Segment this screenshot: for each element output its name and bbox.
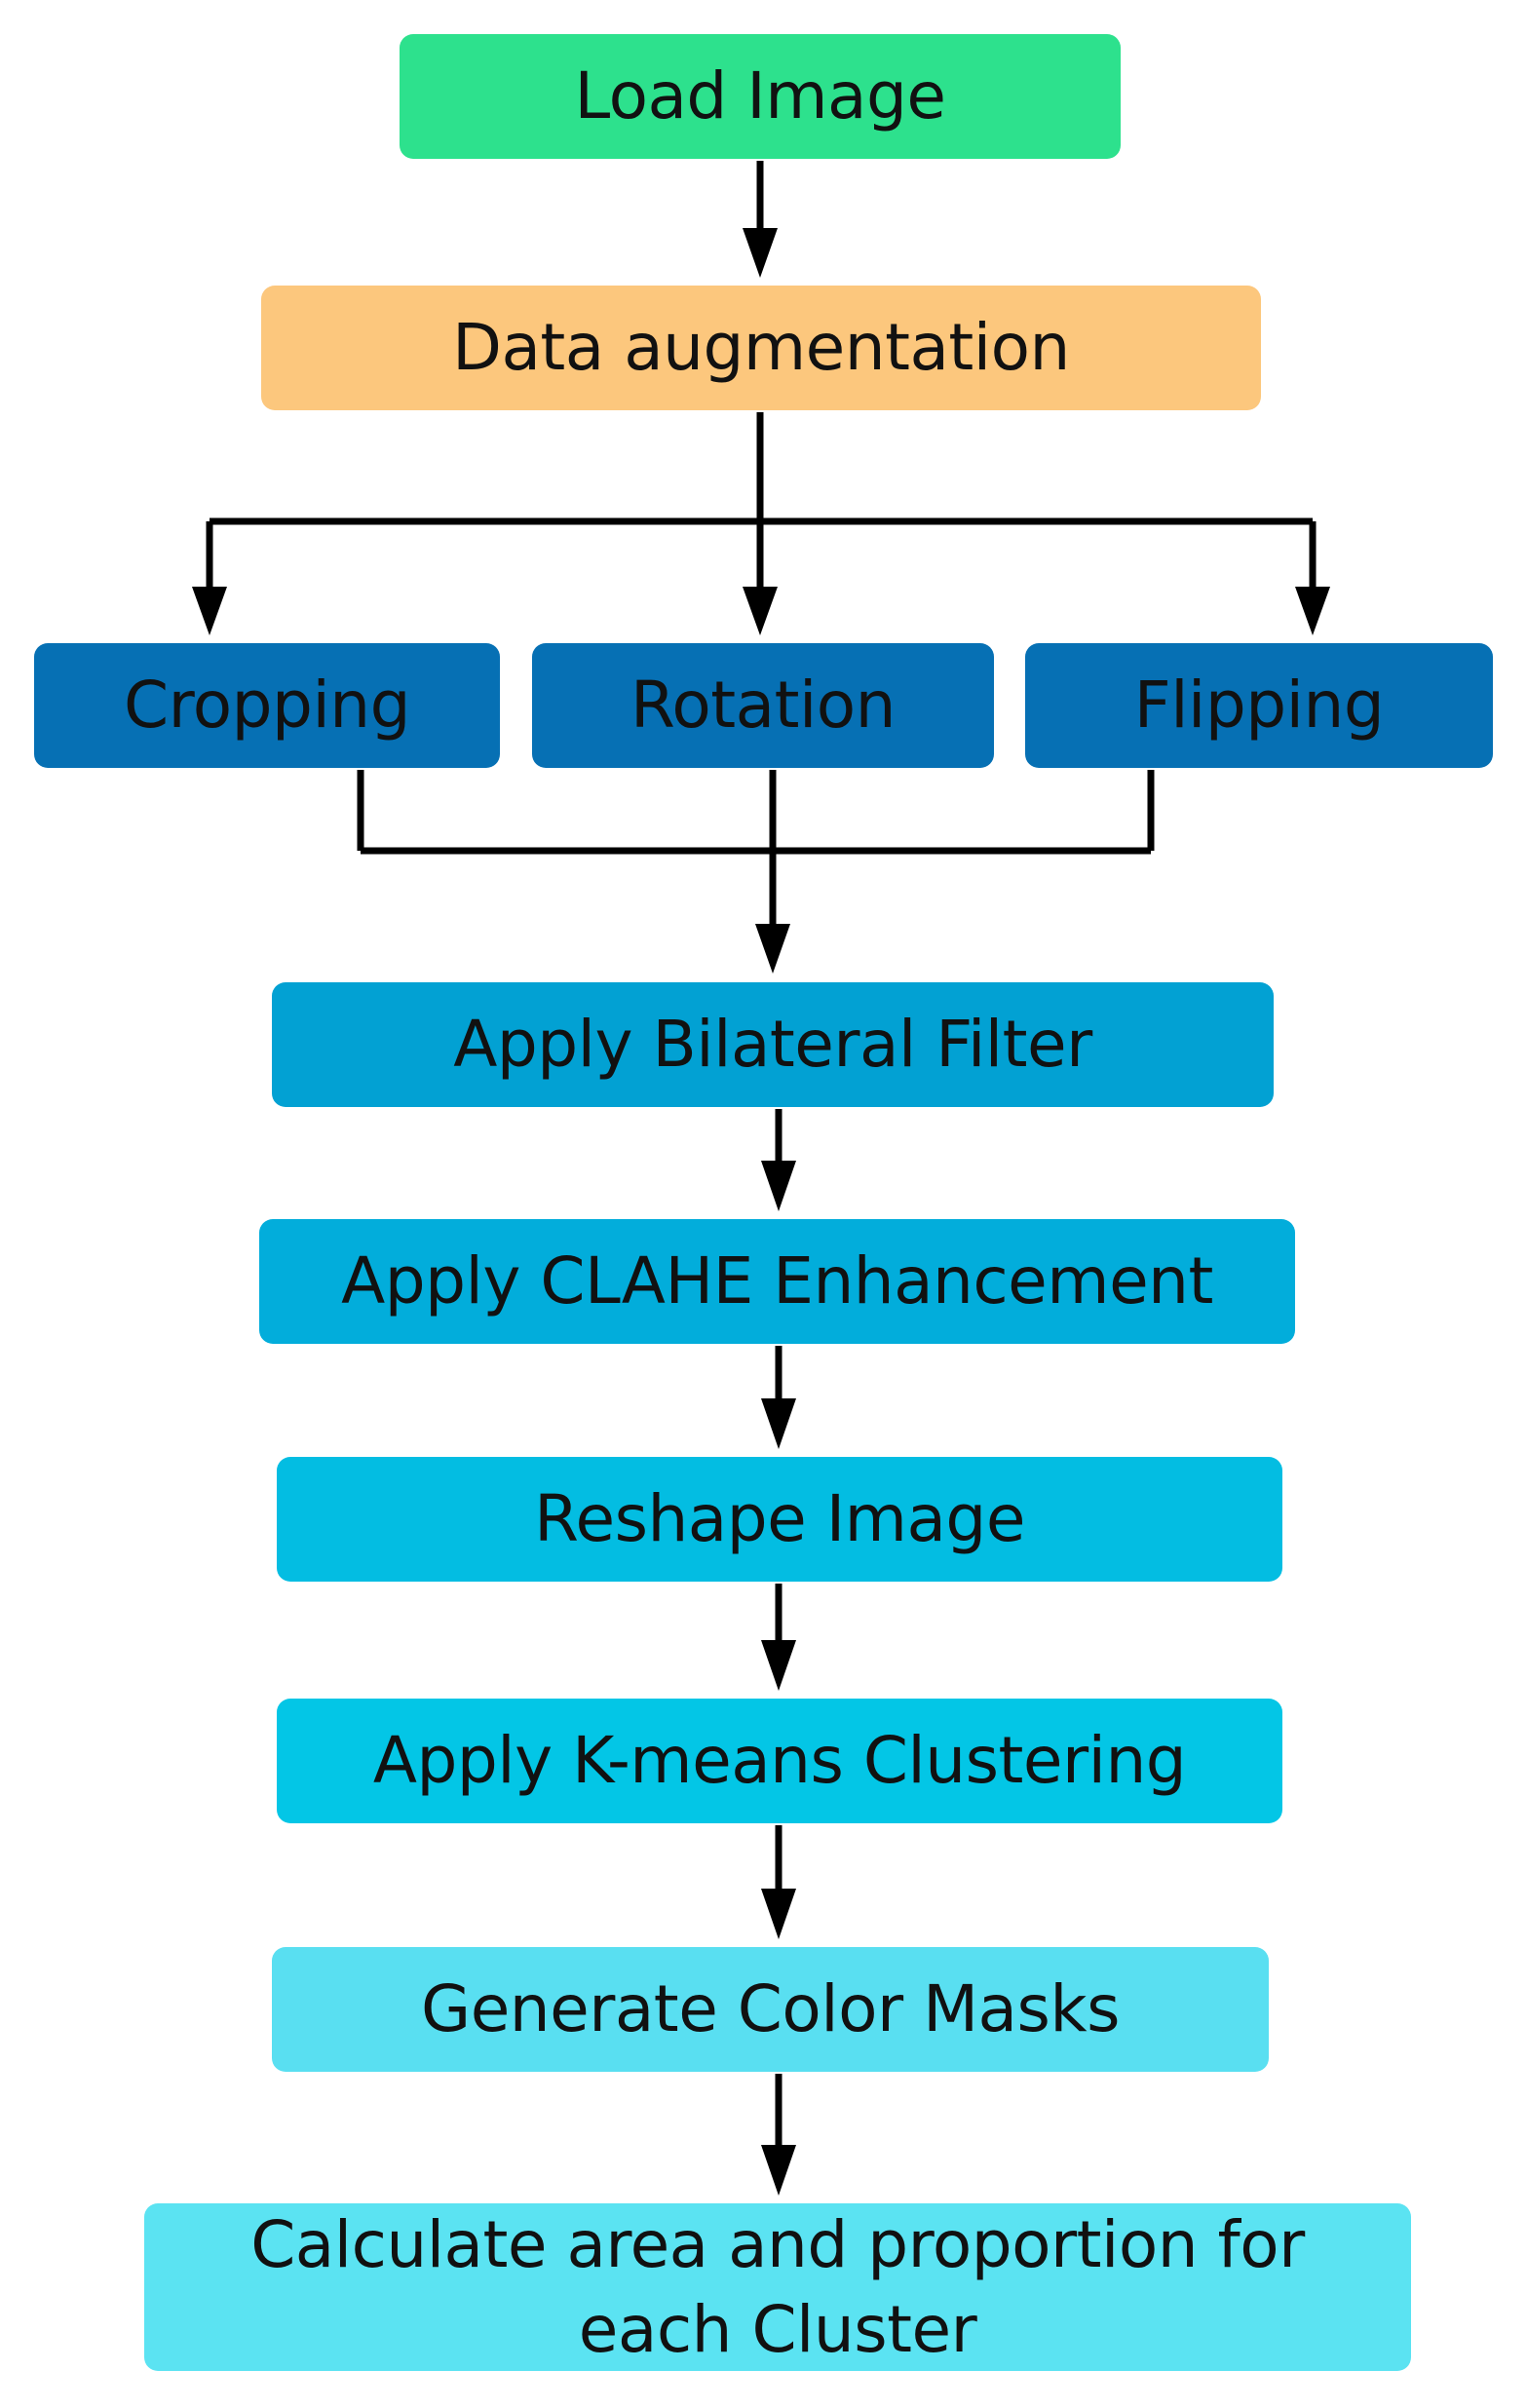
- arrowhead-kmeans: [761, 1640, 796, 1691]
- arrowhead-masks: [761, 1889, 796, 1939]
- node-load-image: Load Image: [400, 34, 1121, 159]
- node-label: Generate Color Masks: [421, 1971, 1120, 2047]
- node-label: Calculate area and proportion for each C…: [250, 2206, 1305, 2367]
- arrowhead-flipping: [1295, 587, 1330, 635]
- arrowhead-bilateral: [755, 924, 790, 974]
- node-generate-color-masks: Generate Color Masks: [272, 1947, 1269, 2072]
- node-label: Apply K-means Clustering: [372, 1723, 1187, 1799]
- node-label: Apply CLAHE Enhancement: [341, 1243, 1213, 1319]
- node-cropping: Cropping: [34, 643, 500, 768]
- node-rotation: Rotation: [532, 643, 994, 768]
- node-apply-bilateral-filter: Apply Bilateral Filter: [272, 982, 1274, 1107]
- arrowhead-reshape: [761, 1398, 796, 1449]
- node-label: Reshape Image: [534, 1481, 1025, 1557]
- node-data-augmentation: Data augmentation: [261, 286, 1261, 410]
- arrowhead-augmentation: [743, 228, 778, 278]
- node-apply-clahe-enhancement: Apply CLAHE Enhancement: [259, 1219, 1295, 1344]
- arrowhead-calculate: [761, 2145, 796, 2196]
- node-label: Load Image: [574, 58, 946, 134]
- node-label: Data augmentation: [452, 310, 1070, 386]
- arrowhead-rotation: [743, 587, 778, 635]
- node-label: Apply Bilateral Filter: [453, 1007, 1092, 1083]
- node-flipping: Flipping: [1025, 643, 1493, 768]
- node-label: Rotation: [630, 668, 897, 744]
- arrowhead-cropping: [192, 587, 227, 635]
- node-label: Flipping: [1133, 668, 1385, 744]
- node-apply-kmeans-clustering: Apply K-means Clustering: [277, 1699, 1282, 1823]
- arrowhead-clahe: [761, 1161, 796, 1211]
- node-calculate-area-proportion: Calculate area and proportion for each C…: [144, 2203, 1411, 2371]
- node-reshape-image: Reshape Image: [277, 1457, 1282, 1582]
- node-label: Cropping: [124, 668, 411, 744]
